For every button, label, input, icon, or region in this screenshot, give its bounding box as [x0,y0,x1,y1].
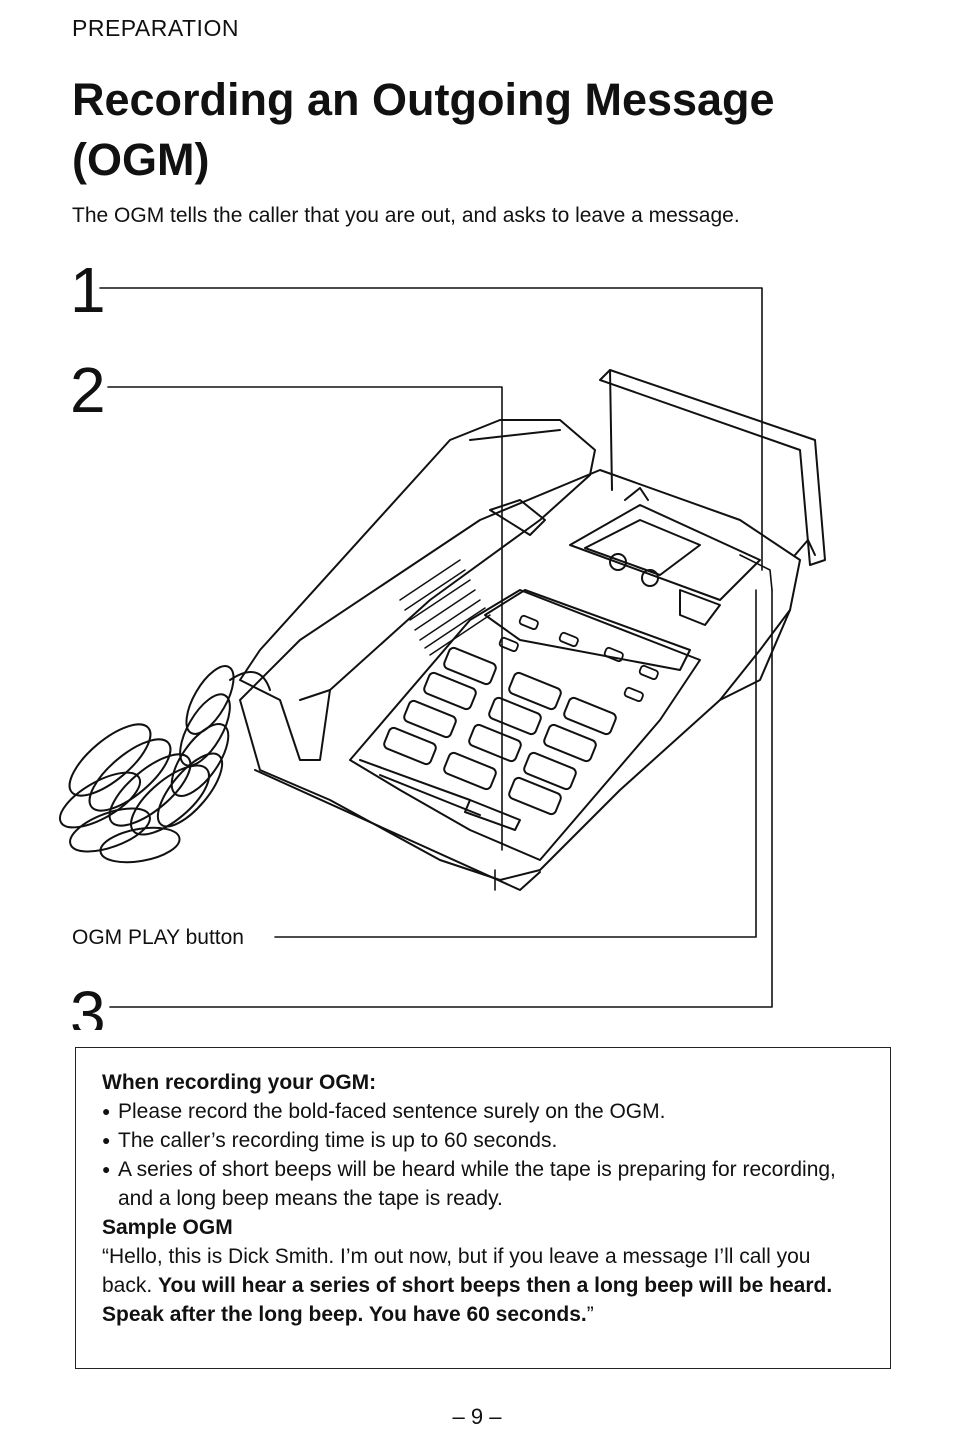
page-title: Recording an Outgoing Message (OGM) [72,74,775,185]
notes-list: Please record the bold-faced sentence su… [102,1097,864,1213]
ogm-play-button-label: OGM PLAY button [72,926,244,949]
sample-ogm-bold: You will hear a series of short beeps th… [102,1274,833,1326]
sample-ogm-heading: Sample OGM [102,1216,233,1239]
recording-notes-box: When recording your OGM: Please record t… [75,1047,891,1369]
telephone-answering-machine-icon [59,369,826,891]
list-item: Please record the bold-faced sentence su… [102,1097,864,1126]
notes-heading: When recording your OGM: [102,1071,377,1094]
step-number-3: 3 [70,978,106,1030]
page-number: – 9 – [452,1404,502,1429]
sample-ogm-plain: “Hello, this is Dick Smith. I’m out now,… [102,1245,811,1297]
intro-text: The OGM tells the caller that you are ou… [72,204,740,227]
step-number-2: 2 [70,354,106,426]
sample-ogm-close: ” [586,1303,594,1326]
list-item: A series of short beeps will be heard wh… [102,1155,864,1213]
phone-illustration: 1 2 3 OGM PLAY button [59,254,826,1030]
section-label: PREPARATION [72,15,239,41]
step-number-1: 1 [70,254,106,326]
list-item: The caller’s recording time is up to 60 … [102,1126,864,1155]
sample-ogm-text: “Hello, this is Dick Smith. I’m out now,… [102,1242,864,1329]
